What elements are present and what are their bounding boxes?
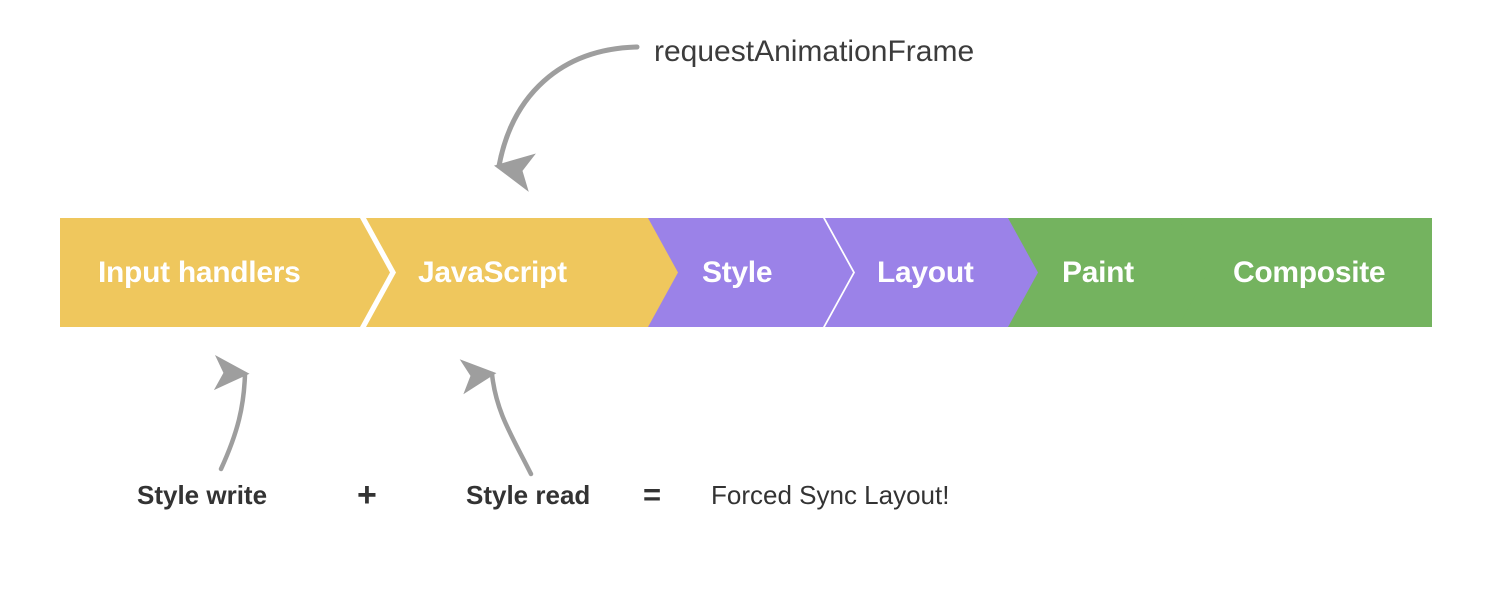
- pipeline-stage-composite[interactable]: Composite: [1178, 218, 1432, 327]
- style-write-label: Style write: [137, 480, 268, 510]
- chevron-shape-paint: [1008, 218, 1213, 327]
- rendering-pipeline-bar: Input handlers JavaScript Style Layout P: [60, 218, 1432, 327]
- equals-symbol: =: [643, 477, 662, 512]
- chevron-shape-layout: [825, 218, 1043, 327]
- chevron-shape-style: [648, 218, 853, 327]
- raf-label: requestAnimationFrame: [654, 35, 975, 68]
- pipeline-stage-javascript[interactable]: JavaScript: [366, 218, 696, 327]
- pipeline-stage-input-handlers[interactable]: Input handlers: [60, 218, 390, 327]
- pipeline-stage-layout[interactable]: Layout: [825, 218, 1043, 327]
- raf-arrow: [493, 44, 640, 192]
- style-read-label: Style read: [466, 480, 591, 510]
- pipeline-stage-paint[interactable]: Paint: [1008, 218, 1213, 327]
- forced-sync-layout-formula: Style write + Style read = Forced Sync L…: [0, 477, 1496, 526]
- pipeline-stage-label: Composite: [1233, 255, 1386, 289]
- plus-symbol: +: [357, 476, 377, 514]
- chevron-shape-input-handlers: [60, 218, 390, 327]
- pipeline-stage-label: Paint: [1062, 255, 1134, 289]
- chevron-shape-javascript: [366, 218, 696, 327]
- pipeline-stage-label: Input handlers: [98, 255, 301, 289]
- pipeline-stage-style[interactable]: Style: [648, 218, 853, 327]
- style-read-arrow: [459, 359, 534, 477]
- pipeline-stage-label: Layout: [877, 255, 974, 289]
- forced-sync-layout-result: Forced Sync Layout!: [711, 480, 950, 510]
- pipeline-stage-label: Style: [702, 255, 773, 289]
- chevron-shape-composite: [1178, 218, 1432, 327]
- style-write-arrow: [213, 355, 250, 472]
- pipeline-stage-label: JavaScript: [418, 255, 567, 289]
